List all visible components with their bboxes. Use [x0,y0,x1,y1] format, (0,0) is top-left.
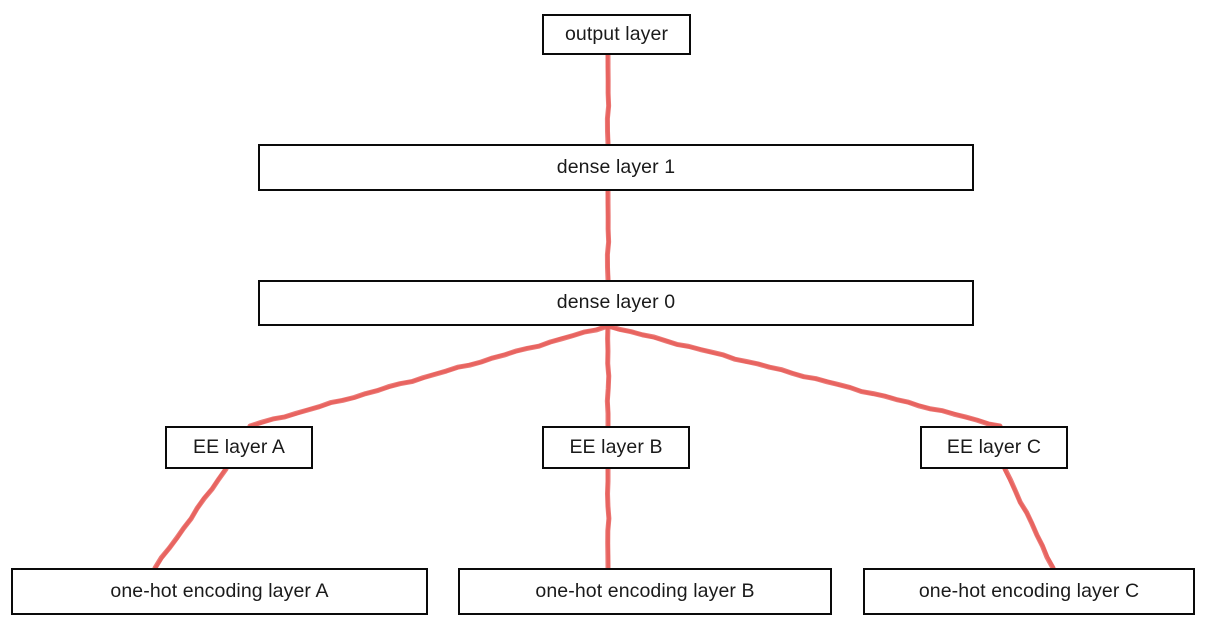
node-dense-layer-0[interactable]: dense layer 0 [258,280,974,326]
node-onehot-encoding-layer-b[interactable]: one-hot encoding layer B [458,568,832,615]
node-output-layer[interactable]: output layer [542,14,691,55]
node-label: EE layer C [946,435,1042,458]
edge-onehotc-to-eec [1002,466,1056,571]
edge-onehota-to-eea [152,466,229,571]
node-label: EE layer B [569,435,663,458]
edge-onehotb-to-eeb [605,466,612,571]
edge-dense1-to-output [604,52,612,147]
node-ee-layer-c[interactable]: EE layer C [920,426,1068,469]
node-label: dense layer 0 [556,291,676,314]
edge-eea-to-dense0 [247,323,611,429]
edge-eec-to-dense0 [605,323,1003,429]
node-onehot-encoding-layer-c[interactable]: one-hot encoding layer C [863,568,1195,615]
node-label: dense layer 1 [556,155,676,178]
node-label: one-hot encoding layer B [535,579,755,602]
node-label: one-hot encoding layer A [110,579,329,602]
edge-eeb-to-dense0 [604,323,612,429]
node-label: output layer [564,22,669,45]
node-ee-layer-a[interactable]: EE layer A [165,426,313,469]
node-onehot-encoding-layer-a[interactable]: one-hot encoding layer A [11,568,428,615]
node-ee-layer-b[interactable]: EE layer B [542,426,690,469]
node-label: EE layer A [192,435,286,458]
node-dense-layer-1[interactable]: dense layer 1 [258,144,974,191]
node-label: one-hot encoding layer C [918,579,1140,602]
edge-dense0-to-dense1 [604,188,612,283]
